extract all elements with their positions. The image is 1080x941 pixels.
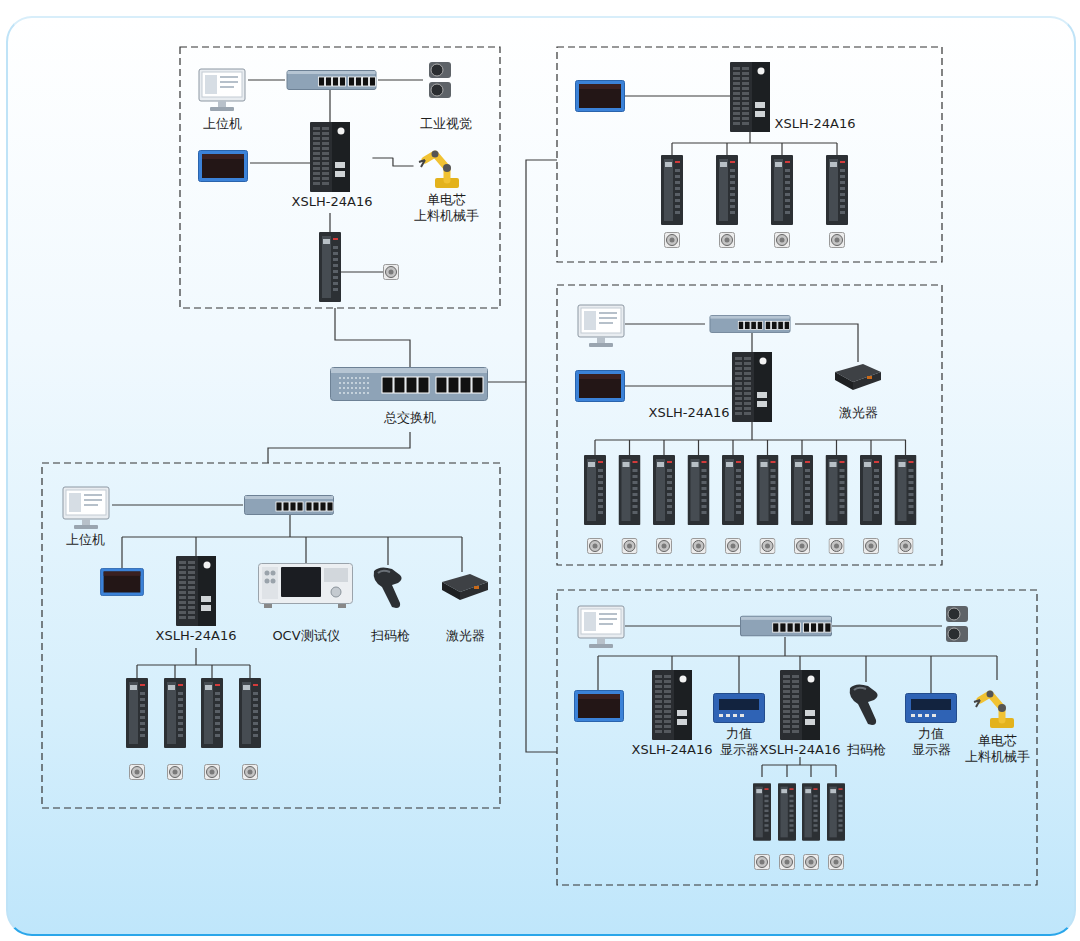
device-label: XSLH-24A16 — [292, 194, 373, 210]
device-label: 扫码枪 — [371, 628, 410, 644]
device-label: 激光器 — [446, 628, 485, 644]
device-label: XSLH-24A16 — [760, 742, 841, 758]
device-node: 上位机 — [203, 116, 242, 132]
device-label: 力值 显示器 — [720, 726, 759, 758]
device-label: 工业视觉 — [420, 116, 472, 132]
device-node: 激光器 — [839, 405, 878, 421]
device-label: 单电芯 上料机械手 — [965, 733, 1030, 765]
device-label: XSLH-24A16 — [632, 742, 713, 758]
device-label: 总交换机 — [384, 410, 436, 426]
device-label: 上位机 — [66, 532, 105, 548]
icon-space — [426, 140, 466, 192]
device-label: XSLH-24A16 — [156, 628, 237, 644]
device-label: 单电芯 上料机械手 — [414, 192, 479, 224]
device-label: 激光器 — [839, 405, 878, 421]
connector — [372, 158, 413, 166]
device-node: 扫码枪 — [847, 742, 886, 758]
device-node: 扫码枪 — [371, 628, 410, 644]
device-node: XSLH-24A16 — [649, 405, 730, 421]
device-node: XSLH-24A16 — [760, 742, 841, 758]
device-node: 激光器 — [446, 628, 485, 644]
device-node: 力值 显示器 — [720, 726, 759, 758]
device-node: 工业视觉 — [420, 116, 472, 132]
device-label: 力值 显示器 — [912, 726, 951, 758]
device-node: 单电芯 上料机械手 — [965, 733, 1030, 765]
device-node: OCV测试仪 — [272, 628, 339, 644]
device-node: 上位机 — [66, 532, 105, 548]
device-node: 总交换机 — [384, 410, 436, 426]
device-label: 上位机 — [203, 116, 242, 132]
device-node: 单电芯 上料机械手 — [414, 140, 479, 224]
device-node: XSLH-24A16 — [156, 628, 237, 644]
device-label: OCV测试仪 — [272, 628, 339, 644]
device-node: XSLH-24A16 — [632, 742, 713, 758]
device-node: XSLH-24A16 — [775, 116, 856, 132]
device-label: XSLH-24A16 — [649, 405, 730, 421]
device-label: XSLH-24A16 — [775, 116, 856, 132]
device-node: XSLH-24A16 — [292, 122, 373, 210]
icon-space — [312, 122, 352, 194]
device-label: 扫码枪 — [847, 742, 886, 758]
device-node: 力值 显示器 — [912, 726, 951, 758]
